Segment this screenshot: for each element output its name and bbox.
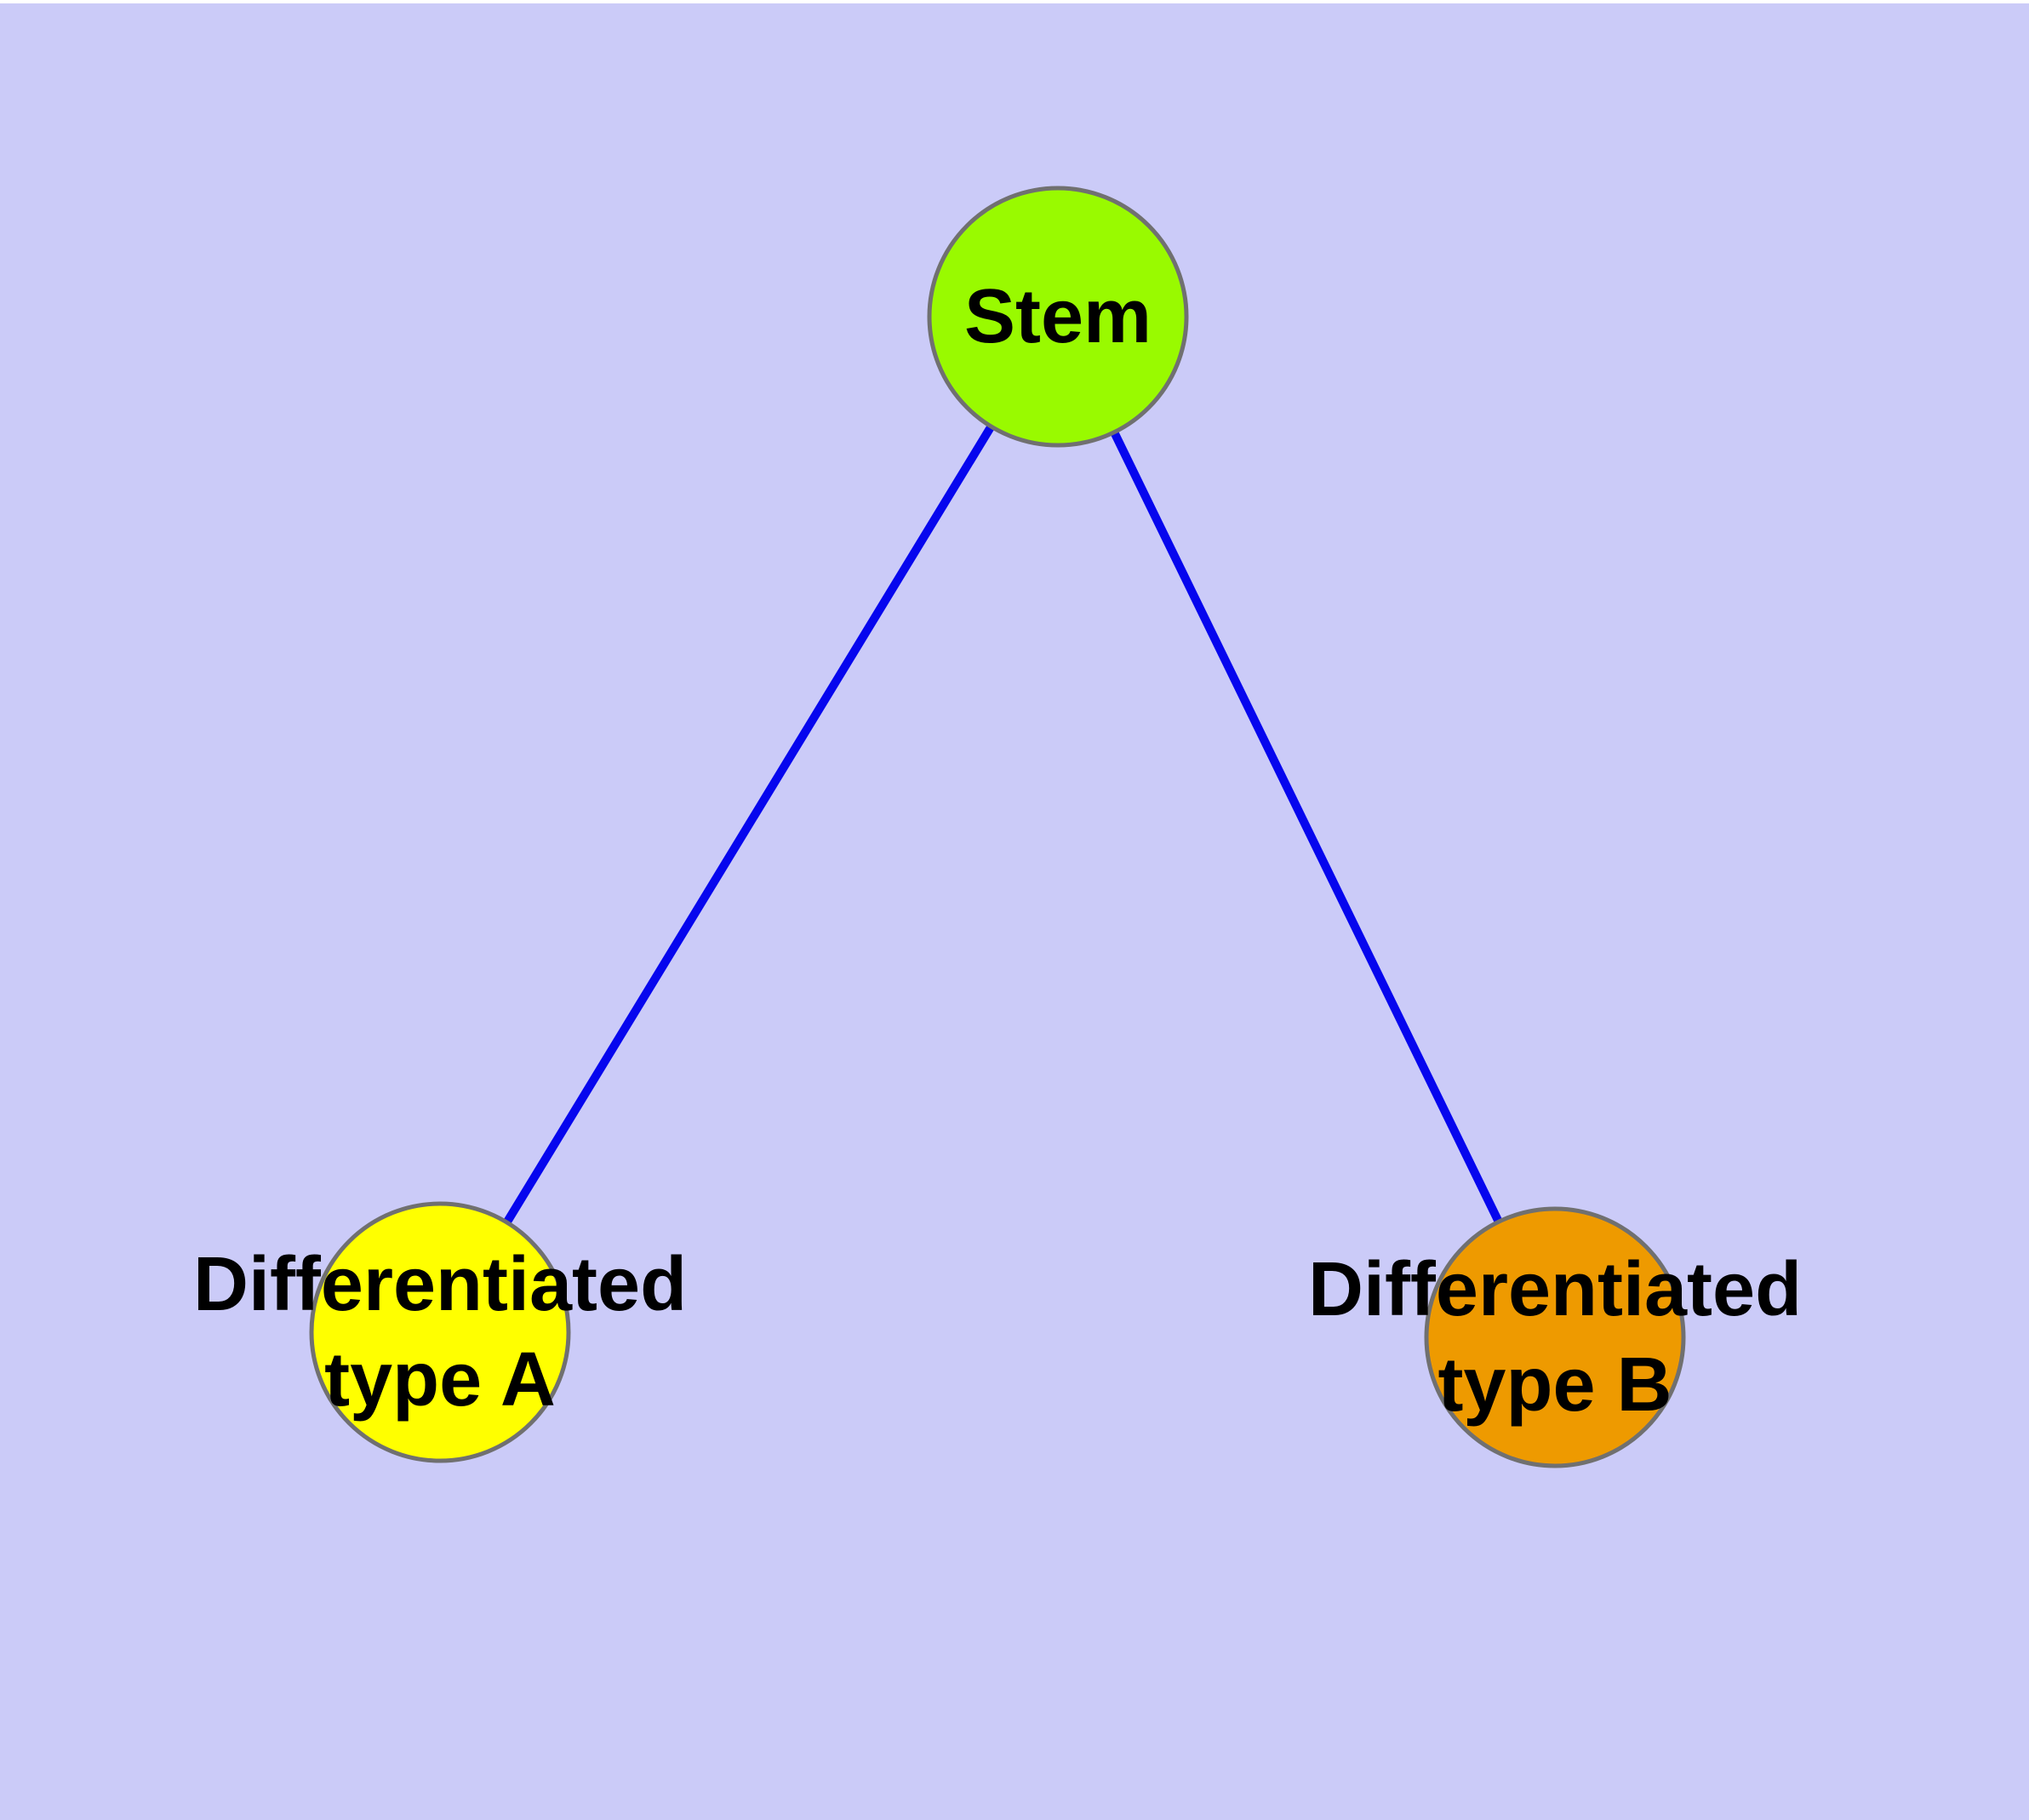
- edge-stem-to-differentiated-type-a: [436, 314, 1062, 1335]
- node-differentiated-type-a: [309, 1201, 571, 1463]
- edge-stem-to-differentiated-type-b: [1054, 314, 1559, 1340]
- top-margin-strip: [0, 0, 2029, 3]
- node-differentiated-type-b: [1424, 1206, 1686, 1468]
- node-stem: [927, 186, 1189, 448]
